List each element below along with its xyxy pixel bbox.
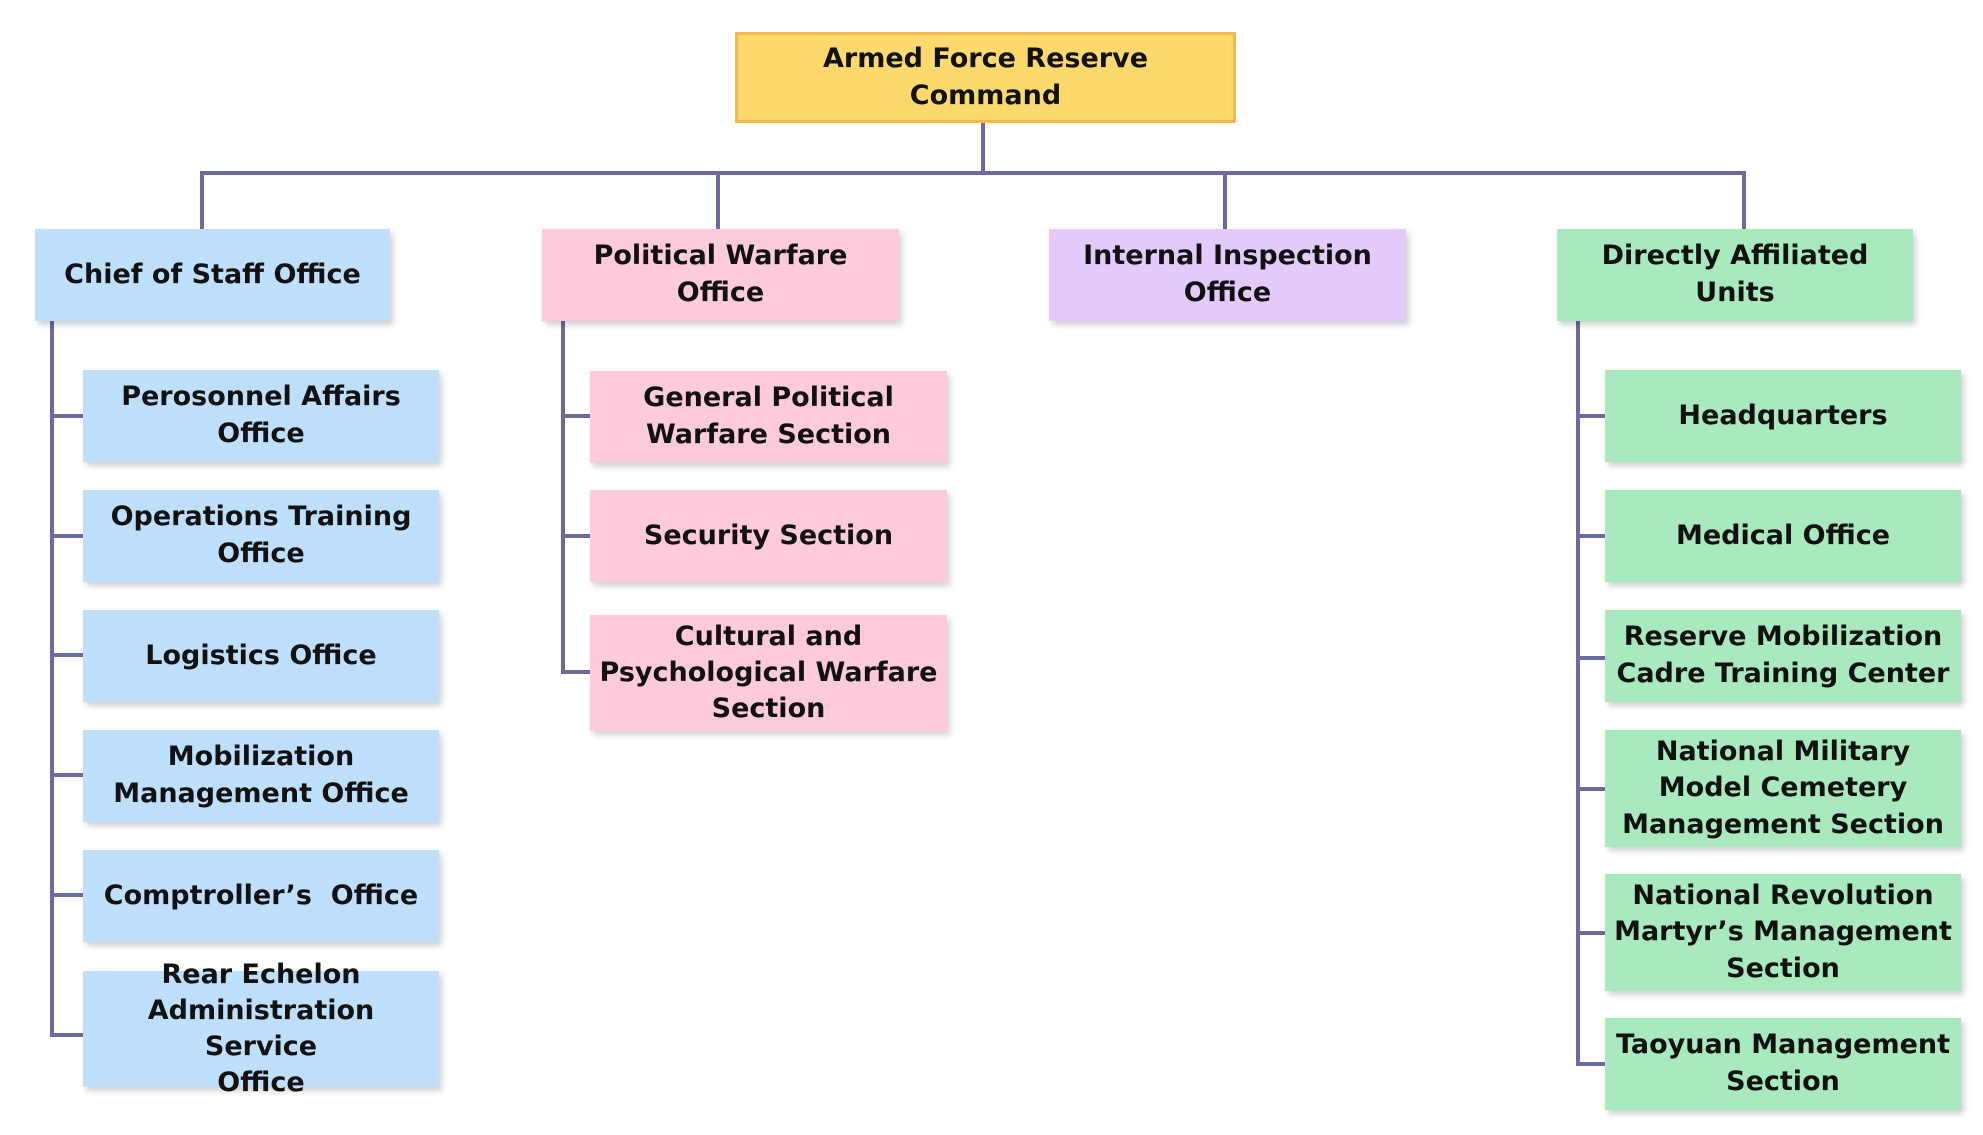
child-node: General Political Warfare Section — [590, 371, 947, 463]
child-label: Rear Echelon Administration Service Offi… — [147, 958, 375, 1099]
child-node: Rear Echelon Administration Service Offi… — [83, 959, 439, 1098]
department-label: Internal Inspection Office — [1083, 240, 1372, 308]
department-label: Political Warfare Office — [593, 240, 848, 308]
child-label: Medical Office — [1675, 519, 1891, 551]
child-node: Medical Office — [1605, 490, 1961, 582]
root-label: Armed Force Reserve Command — [822, 42, 1149, 111]
child-node: Operations Training Office — [83, 490, 439, 582]
child-node: Mobilization Management Office — [83, 730, 439, 822]
child-label: Reserve Mobilization Cadre Training Cent… — [1616, 621, 1950, 689]
child-label: National Military Model Cemetery Managem… — [1622, 736, 1944, 840]
child-node: Reserve Mobilization Cadre Training Cent… — [1605, 610, 1961, 702]
child-node: Cultural and Psychological Warfare Secti… — [590, 615, 947, 731]
child-label: Cultural and Psychological Warfare Secti… — [599, 620, 938, 725]
child-label: Operations Training Office — [110, 501, 412, 569]
child-label: Perosonnel Affairs Office — [121, 381, 401, 449]
child-node: National Military Model Cemetery Managem… — [1605, 730, 1961, 847]
department-internal-inspection: Internal Inspection Office — [1049, 229, 1406, 321]
department-label: Chief of Staff Office — [64, 258, 361, 290]
child-label: General Political Warfare Section — [643, 382, 894, 450]
child-node: Headquarters — [1605, 370, 1961, 462]
root-node: Armed Force Reserve Command — [735, 32, 1236, 123]
child-node: Taoyuan Management Section — [1605, 1018, 1961, 1110]
department-directly-affiliated: Directly Affiliated Units — [1557, 229, 1913, 321]
child-node: Comptroller’s Office — [83, 850, 439, 942]
child-label: National Revolution Martyr’s Management … — [1614, 880, 1952, 984]
child-node: Perosonnel Affairs Office — [83, 370, 439, 462]
child-label: Comptroller’s Office — [103, 879, 419, 911]
child-node: Security Section — [590, 490, 947, 582]
child-label: Mobilization Management Office — [113, 741, 409, 809]
department-chief-of-staff: Chief of Staff Office — [35, 229, 390, 321]
department-political-warfare: Political Warfare Office — [542, 229, 899, 321]
child-label: Logistics Office — [145, 639, 377, 671]
department-label: Directly Affiliated Units — [1601, 240, 1869, 308]
child-label: Headquarters — [1678, 399, 1888, 431]
child-label: Taoyuan Management Section — [1615, 1029, 1951, 1097]
child-node: National Revolution Martyr’s Management … — [1605, 874, 1961, 991]
child-label: Security Section — [643, 519, 894, 551]
child-node: Logistics Office — [83, 610, 439, 702]
